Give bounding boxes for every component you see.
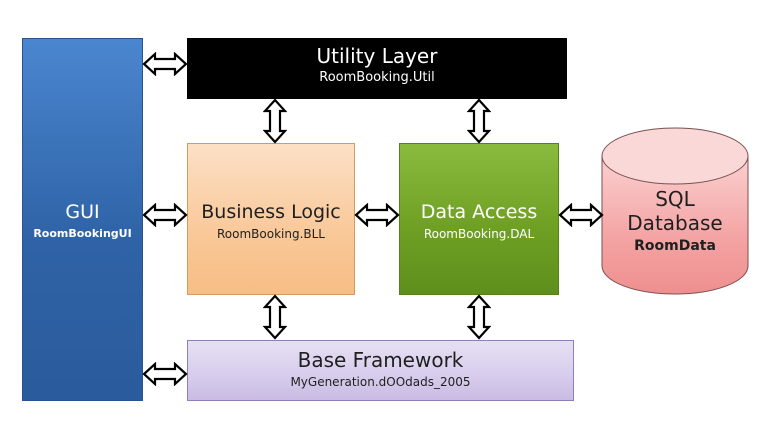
business-logic-box: Business Logic RoomBooking.BLL <box>187 143 355 295</box>
arrow-data-access-base-framework <box>467 294 491 340</box>
arrow-utility-business-logic <box>263 98 287 144</box>
arrow-business-logic-data-access <box>354 203 400 227</box>
database-title-line1: SQL <box>655 187 695 211</box>
data-access-box: Data Access RoomBooking.DAL <box>399 143 559 295</box>
arrow-utility-data-access <box>467 98 491 144</box>
base-framework-box: Base Framework MyGeneration.dOOdads_2005 <box>187 340 574 401</box>
utility-layer-title: Utility Layer <box>316 44 438 68</box>
business-logic-subtitle: RoomBooking.BLL <box>216 227 325 241</box>
data-access-title: Data Access <box>420 201 538 223</box>
business-logic-title: Business Logic <box>201 201 341 223</box>
utility-layer-box: Utility Layer RoomBooking.Util <box>187 38 567 99</box>
arrow-business-logic-base-framework <box>263 294 287 340</box>
database-subtitle: RoomData <box>634 238 716 254</box>
gui-title: GUI <box>65 201 100 223</box>
database-label: SQL Database RoomData <box>602 187 748 254</box>
utility-layer-subtitle: RoomBooking.Util <box>319 70 435 85</box>
data-access-subtitle: RoomBooking.DAL <box>423 227 535 241</box>
arrow-data-access-database <box>558 203 604 227</box>
base-framework-subtitle: MyGeneration.dOOdads_2005 <box>290 375 471 389</box>
gui-subtitle: RoomBookingUI <box>33 227 132 240</box>
base-framework-title: Base Framework <box>297 348 464 372</box>
gui-box: GUI RoomBookingUI <box>22 38 143 401</box>
database-title-line2: Database <box>627 211 723 235</box>
arrow-gui-base-framework <box>142 362 188 386</box>
arrow-gui-business-logic <box>142 203 188 227</box>
arrow-gui-utility <box>142 52 188 76</box>
